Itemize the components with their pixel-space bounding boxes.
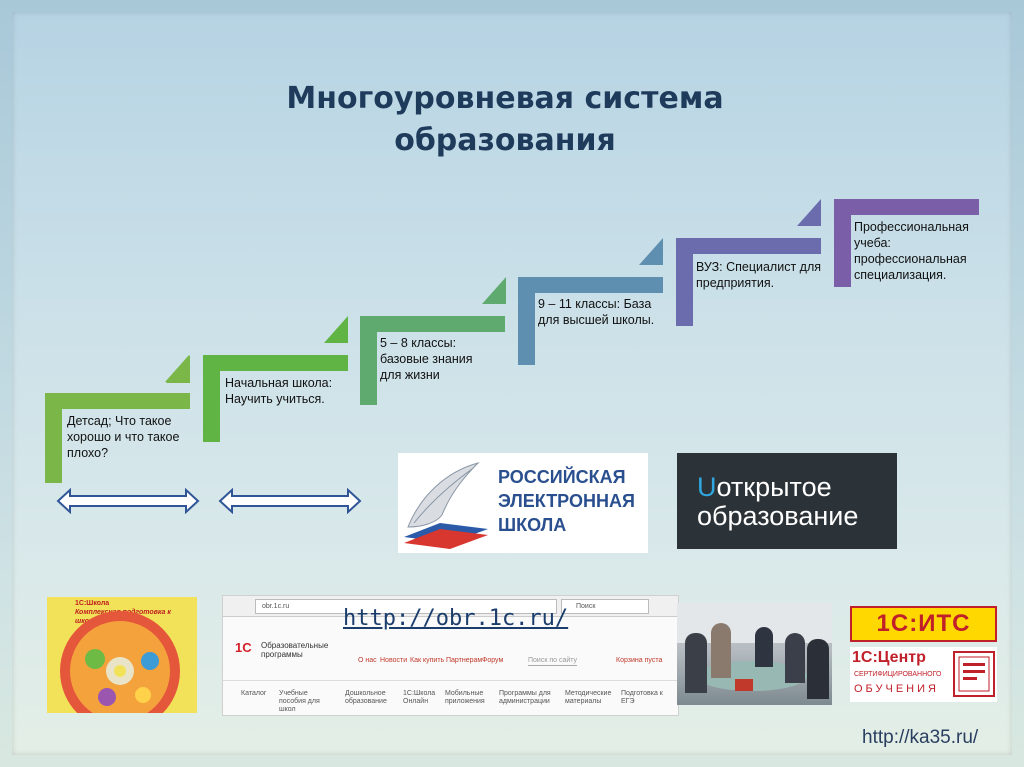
- menu-item[interactable]: Учебные пособия для школ: [279, 690, 325, 714]
- menu-item[interactable]: Подготовка к ЕГЭ: [621, 690, 665, 706]
- step-triangle: [797, 199, 821, 226]
- nav-item[interactable]: Форум: [482, 657, 503, 665]
- its-label: 1С:ИТС: [852, 610, 995, 638]
- double-arrow-icon: [218, 488, 362, 514]
- site-search-input[interactable]: Поиск по сайту: [528, 657, 577, 666]
- center-line-3: ОБУЧЕНИЯ: [854, 683, 939, 695]
- nav-item[interactable]: Как купить: [410, 657, 444, 665]
- res-line-3: ШКОЛА: [498, 513, 635, 537]
- meeting-photo: [677, 603, 832, 705]
- step-triangle: [324, 316, 348, 343]
- center-line-1: 1С:Центр: [852, 649, 926, 667]
- site-brand: Образовательные программы: [261, 641, 331, 659]
- menu-item[interactable]: Дошкольное образование: [345, 690, 389, 706]
- res-line-2: ЭЛЕКТРОННАЯ: [498, 489, 635, 513]
- certificate-icon: [953, 651, 995, 697]
- training-center-logo[interactable]: 1С:Центр СЕРТИФИЦИРОВАННОГО ОБУЧЕНИЯ: [850, 647, 997, 702]
- menu-item[interactable]: Каталог: [241, 690, 266, 698]
- step-label: ВУЗ: Специалист для предприятия.: [696, 259, 821, 291]
- step-label: Детсад; Что такое хорошо и что такое пло…: [67, 413, 192, 461]
- step-label: 9 – 11 классы: База для высшей школы.: [538, 296, 663, 328]
- step-label: Профессиональная учеба: профессиональная…: [854, 219, 979, 283]
- site-menu: Каталог Учебные пособия для школ Дошколь…: [223, 680, 678, 711]
- open-education-logo[interactable]: Uоткрытое образование: [677, 453, 897, 549]
- open-u-icon: U: [697, 472, 717, 502]
- menu-item[interactable]: Мобильные приложения: [445, 690, 489, 706]
- cd-disc-icon: [55, 609, 185, 713]
- center-line-2: СЕРТИФИЦИРОВАННОГО: [854, 671, 941, 678]
- nav-item[interactable]: Партнерам: [446, 657, 482, 665]
- res-line-1: РОССИЙСКАЯ: [498, 465, 635, 489]
- menu-item[interactable]: 1С:Школа Онлайн: [403, 690, 437, 706]
- double-arrow-icon: [56, 488, 200, 514]
- obr-url-link[interactable]: http://obr.1c.ru/: [343, 606, 568, 631]
- step-triangle: [639, 238, 663, 265]
- address-text: obr.1c.ru: [262, 603, 289, 611]
- browser-search-placeholder: Поиск: [576, 603, 595, 611]
- open-line-1: Uоткрытое: [697, 473, 858, 502]
- site-logo-1c: 1С: [235, 640, 252, 655]
- step-label: Начальная школа: Научить учиться.: [225, 375, 350, 407]
- its-logo[interactable]: 1С:ИТС: [850, 606, 997, 642]
- feather-logo-icon: [400, 457, 492, 549]
- nav-item[interactable]: Новости: [380, 657, 407, 665]
- step-triangle: [165, 355, 189, 382]
- step-label: 5 – 8 классы: базовые знания для жизни: [380, 335, 490, 383]
- menu-item[interactable]: Программы для администрации: [499, 690, 557, 706]
- nav-item[interactable]: О нас: [358, 657, 377, 665]
- slide-title: Многоуровневая система образования: [200, 78, 810, 162]
- footer-url[interactable]: http://ka35.ru/: [862, 727, 978, 749]
- browser-search[interactable]: Поиск: [561, 599, 649, 614]
- title-line-2: образования: [200, 120, 810, 162]
- step-triangle: [482, 277, 506, 304]
- title-line-1: Многоуровневая система: [200, 78, 810, 120]
- cart-status[interactable]: Корзина пуста: [616, 657, 662, 665]
- cd-brand: 1С:Школа: [75, 599, 195, 608]
- cd-box-image: 1С:Школа Комплексная подготовка к школе …: [47, 597, 197, 713]
- open-line-2: образование: [697, 502, 858, 531]
- menu-item[interactable]: Методические материалы: [565, 690, 613, 706]
- res-logo[interactable]: РОССИЙСКАЯ ЭЛЕКТРОННАЯ ШКОЛА: [398, 453, 648, 553]
